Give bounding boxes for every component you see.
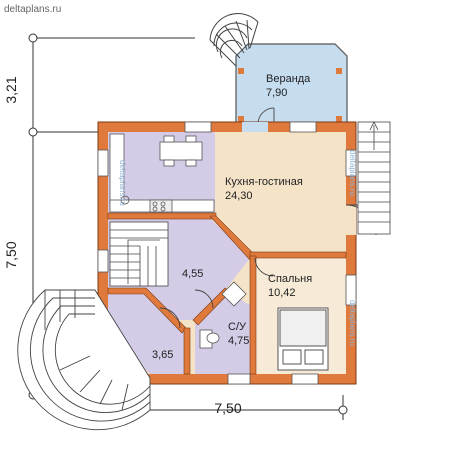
room-area-hall: 4,55	[182, 268, 203, 280]
watermark-2: deltaplans.ru	[348, 150, 357, 196]
room-area-kitchen-living: 24,30	[225, 190, 253, 202]
exterior-stairs-right	[357, 121, 391, 235]
room-name-bathroom: С/У	[228, 321, 247, 333]
windows	[97, 121, 357, 385]
interior-stairs	[109, 221, 169, 287]
dim-bottom-width: 7,50	[214, 400, 241, 416]
watermark-3: deltaplans.ru	[348, 300, 357, 346]
dim-main-height: 7,50	[3, 241, 19, 268]
room-area-veranda: 7,90	[266, 87, 287, 99]
room-name-bedroom: Спальня	[268, 273, 312, 285]
veranda-stairs	[209, 13, 259, 67]
room-area-bedroom: 10,42	[268, 287, 296, 299]
porch-stairs	[17, 289, 151, 431]
site-name: deltaplans.ru	[4, 4, 61, 15]
room-name-kitchen-living: Кухня-гостиная	[225, 176, 303, 188]
watermarks: deltaplans.ru deltaplans.ru deltaplans.r…	[118, 150, 357, 346]
interior-walls	[107, 212, 347, 375]
room-area-vestibule: 3,65	[152, 349, 173, 361]
kitchen-furniture	[109, 133, 215, 213]
bathroom-fixtures	[199, 281, 247, 349]
watermark-1: deltaplans.ru	[118, 160, 127, 206]
bedroom-bed	[277, 307, 329, 371]
room-area-bathroom: 4,75	[228, 335, 249, 347]
room-labels: Веранда 7,90 Кухня-гостиная 24,30 Спальн…	[152, 73, 312, 361]
room-name-veranda: Веранда	[266, 73, 311, 85]
dim-top-height: 3,21	[3, 76, 19, 103]
